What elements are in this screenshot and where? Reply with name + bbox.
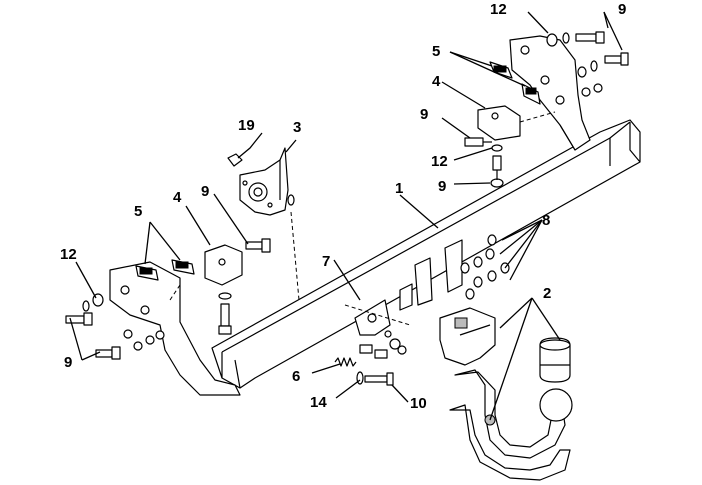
bolt-part-9-left-horizontal [245, 238, 271, 253]
bolt-part-9-left-vertical [218, 292, 232, 335]
tow-ball-receiver-part-2 [439, 307, 496, 366]
left-side-bracket [109, 261, 241, 396]
label-5-left: 5 [134, 203, 142, 220]
bolt-part-9-right-horizontal [464, 137, 492, 147]
bolt-part-9-right-vertical [490, 155, 504, 188]
bolt-set-part-8 [460, 234, 510, 300]
label-1: 1 [395, 180, 403, 197]
mount-plate-part-4-left [204, 244, 243, 286]
leader-lines [69, 11, 623, 421]
dash-line-left [169, 284, 181, 301]
label-3: 3 [293, 119, 301, 136]
clip-part-5-left-b [171, 259, 195, 275]
washer-part-12-right [491, 144, 503, 152]
label-7: 7 [322, 253, 330, 270]
label-5-right: 5 [432, 43, 440, 60]
label-6: 6 [292, 368, 300, 385]
dash-line-right [519, 111, 556, 123]
tow-ball-part-2 [539, 337, 571, 383]
washer-socket [287, 194, 295, 206]
lower-brackets-crossbar [399, 239, 463, 311]
label-9-left-lower: 9 [64, 354, 72, 371]
spring-part-6 [334, 357, 357, 367]
clip-part-5-left-a [135, 265, 159, 281]
label-2: 2 [543, 285, 551, 302]
label-9-right-upper: 9 [420, 106, 428, 123]
label-8: 8 [542, 212, 550, 229]
mount-plate-part-4-right [477, 105, 521, 141]
dash-line-center [344, 304, 411, 326]
center-bolts-lower [359, 330, 407, 359]
bolt-set-left [65, 293, 155, 360]
center-bracket-part-7 [354, 299, 391, 336]
label-12-top: 12 [490, 1, 507, 18]
right-side-bracket [509, 35, 591, 151]
clip-part-5-right-b [521, 83, 541, 105]
label-14: 14 [310, 394, 327, 411]
socket-bracket-part-3 [239, 147, 289, 216]
label-12-left: 12 [60, 246, 77, 263]
label-12-right: 12 [431, 153, 448, 170]
tow-ball-neck-part-2 [449, 369, 573, 481]
label-10: 10 [410, 395, 427, 412]
dash-line-socket [290, 211, 300, 301]
label-4-right: 4 [432, 73, 441, 90]
crossbar-part-1 [211, 119, 641, 389]
label-9-left-upper: 9 [201, 183, 209, 200]
label-9-top: 9 [618, 1, 626, 18]
clip-part-5-right-a [489, 61, 513, 79]
part-number-labels: 19 3 1 2 7 8 5 5 4 4 12 9 9 12 9 9 12 9 … [60, 1, 626, 412]
label-19: 19 [238, 117, 255, 134]
label-9-right-lower: 9 [438, 178, 446, 195]
bolt-set-top-right [546, 31, 629, 97]
pin-part-10 [356, 371, 394, 386]
label-4-left: 4 [173, 189, 182, 206]
